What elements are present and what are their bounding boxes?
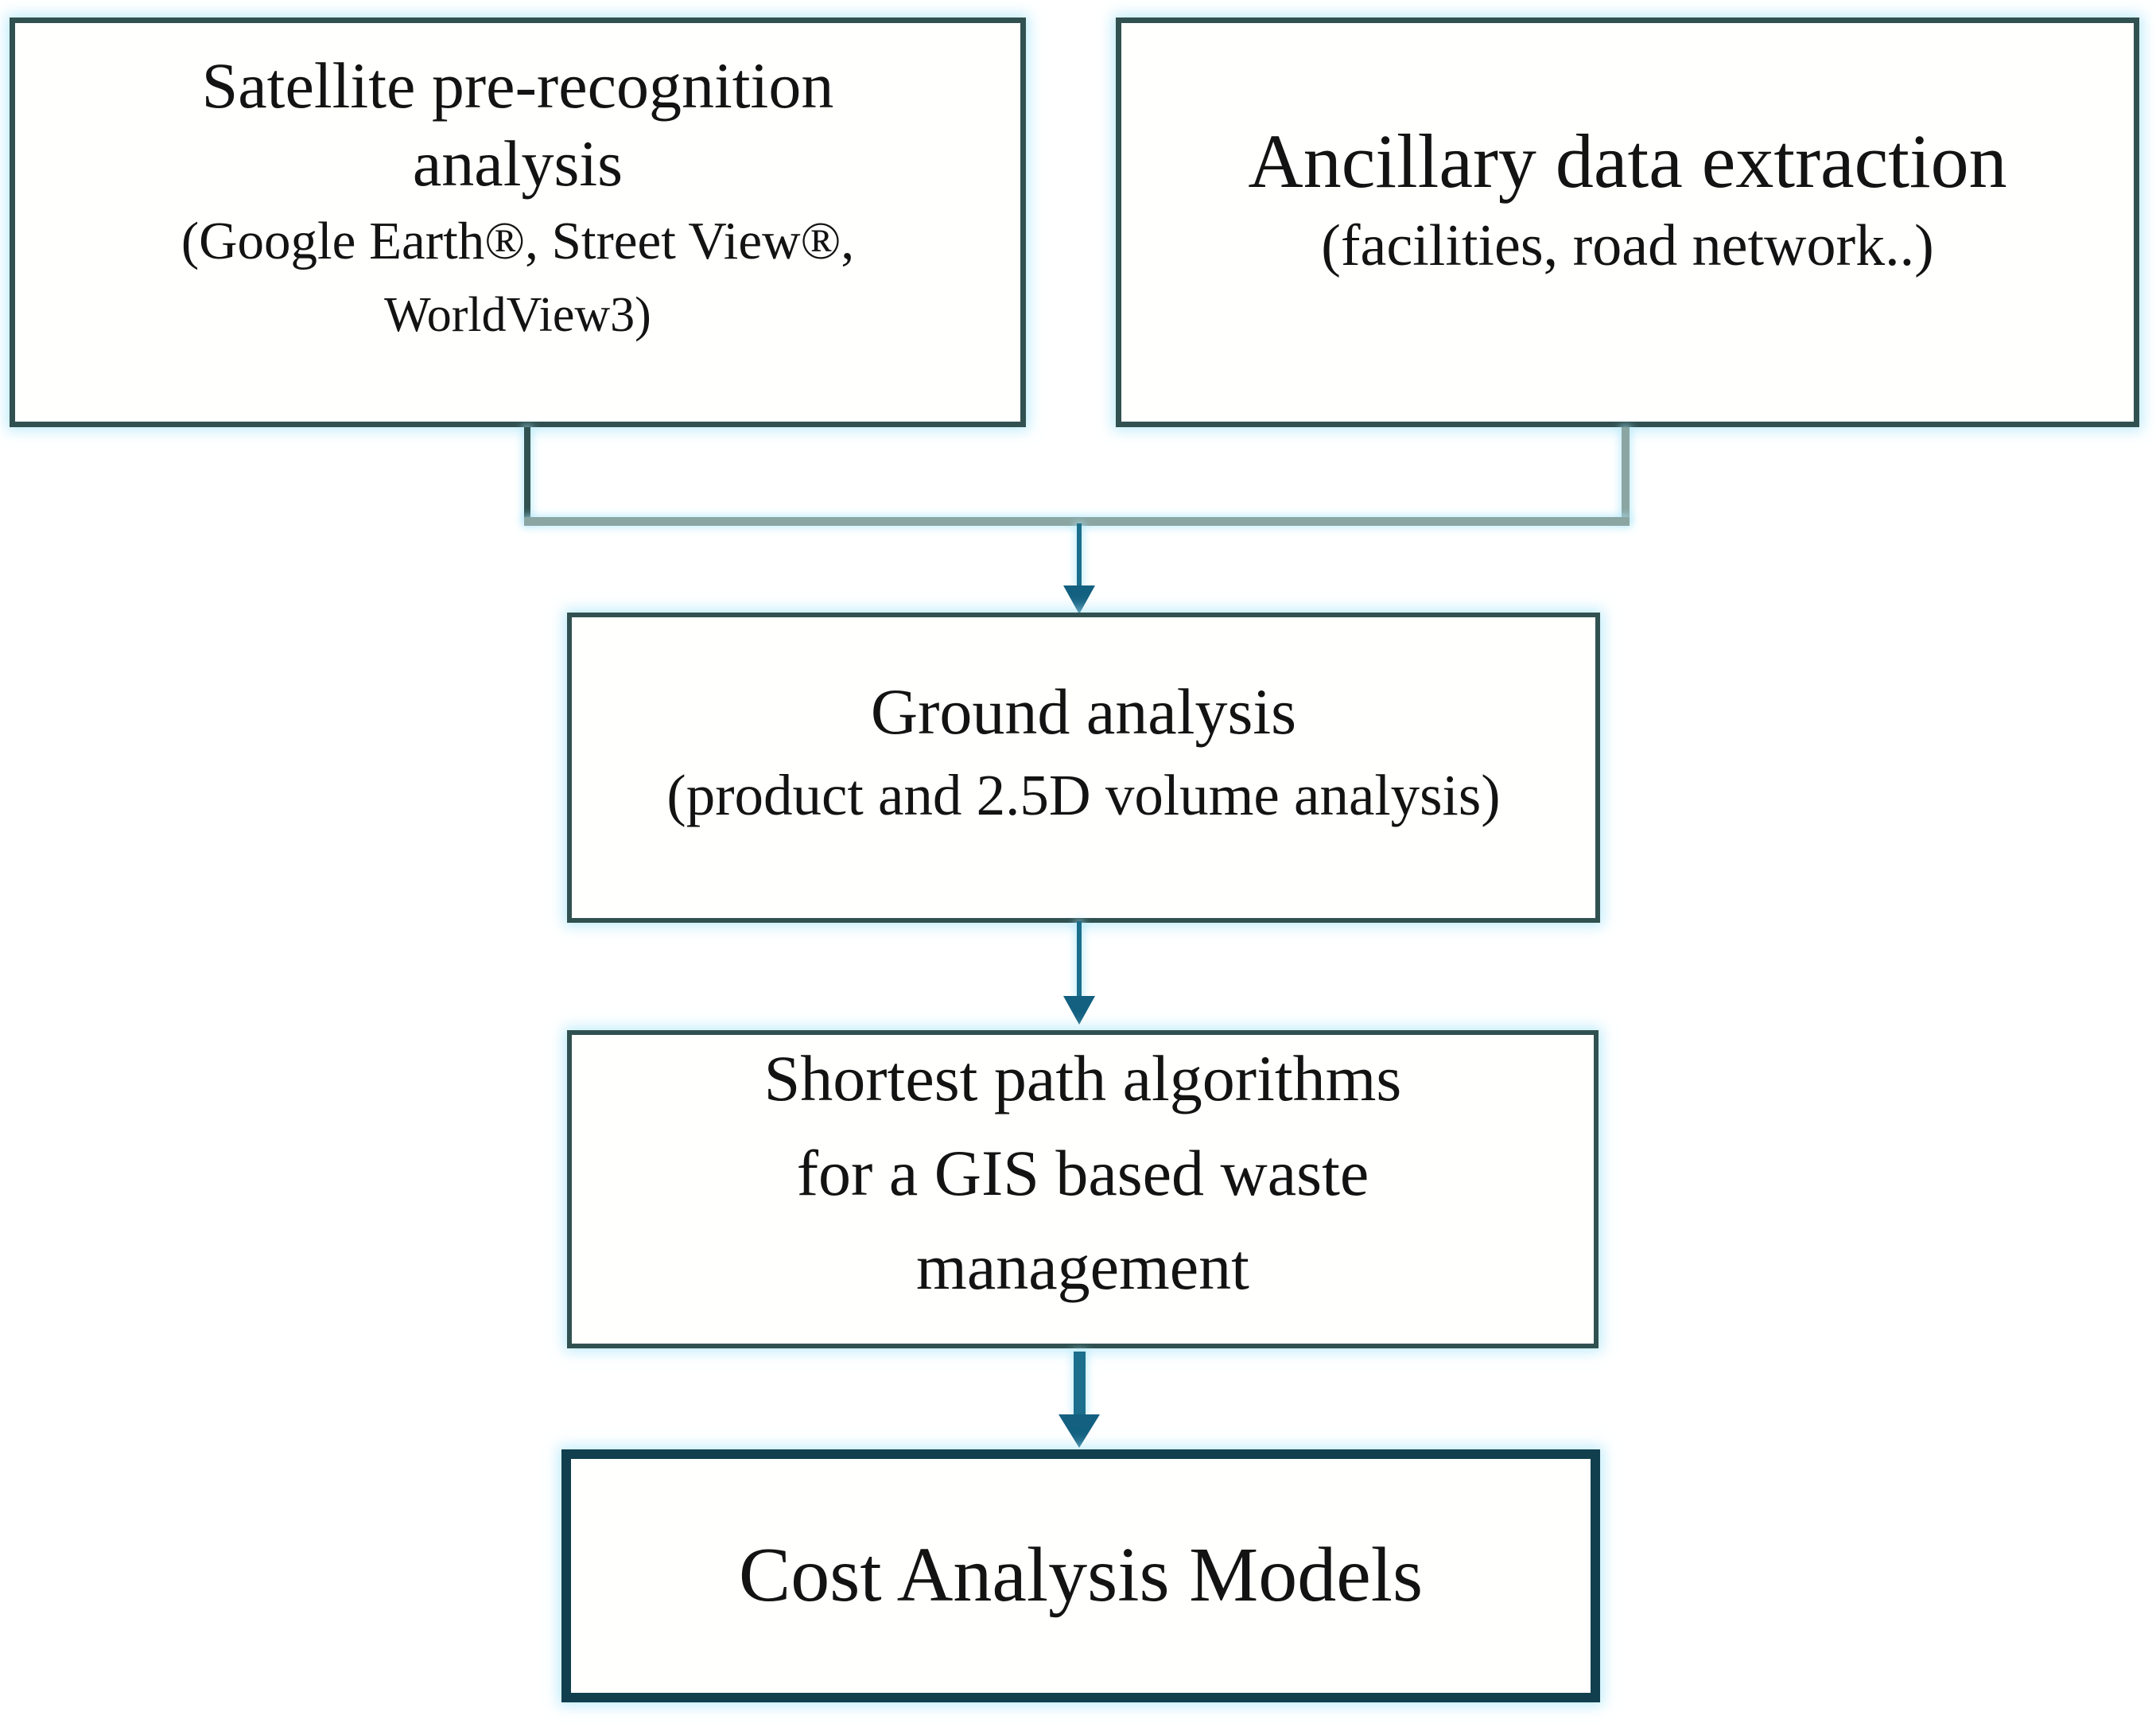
connector-line-merge-bar xyxy=(524,517,1630,526)
node-title-line: Ancillary data extraction xyxy=(1248,119,2007,204)
node-subtitle-line: WorldView3) xyxy=(384,287,651,342)
node-title-line: Cost Analysis Models xyxy=(738,1532,1424,1619)
node-cost-analysis-models: Cost Analysis Models xyxy=(561,1449,1600,1702)
node-satellite-pre-recognition: Satellite pre-recognition analysis (Goog… xyxy=(10,18,1026,427)
down-arrow-icon xyxy=(1059,1414,1100,1448)
arrow-stem-bold xyxy=(1074,1352,1086,1415)
node-title-line: Satellite pre-recognition xyxy=(201,49,834,122)
node-subtitle-line: (product and 2.5D volume analysis) xyxy=(666,763,1501,828)
down-arrow-icon xyxy=(1063,996,1095,1025)
down-arrow-icon xyxy=(1063,585,1095,614)
arrow-stem xyxy=(1077,523,1082,587)
node-title-line: Shortest path algorithms xyxy=(763,1041,1402,1114)
node-ancillary-data-extraction: Ancillary data extraction (facilities, r… xyxy=(1116,18,2139,427)
node-title-line: management xyxy=(916,1231,1249,1304)
node-title-line: for a GIS based waste xyxy=(796,1136,1369,1209)
connector-line-right-drop xyxy=(1622,427,1630,521)
node-subtitle-line: (Google Earth®, Street View®, xyxy=(181,211,855,270)
node-ground-analysis: Ground analysis (product and 2.5D volume… xyxy=(567,613,1600,923)
node-subtitle-line: (facilities, road network..) xyxy=(1321,213,1934,279)
arrow-stem xyxy=(1077,921,1082,998)
node-shortest-path-algorithms: Shortest path algorithms for a GIS based… xyxy=(567,1030,1599,1348)
connector-line-left-drop xyxy=(524,427,530,521)
node-title-line: analysis xyxy=(412,127,623,200)
node-title-line: Ground analysis xyxy=(870,675,1297,749)
